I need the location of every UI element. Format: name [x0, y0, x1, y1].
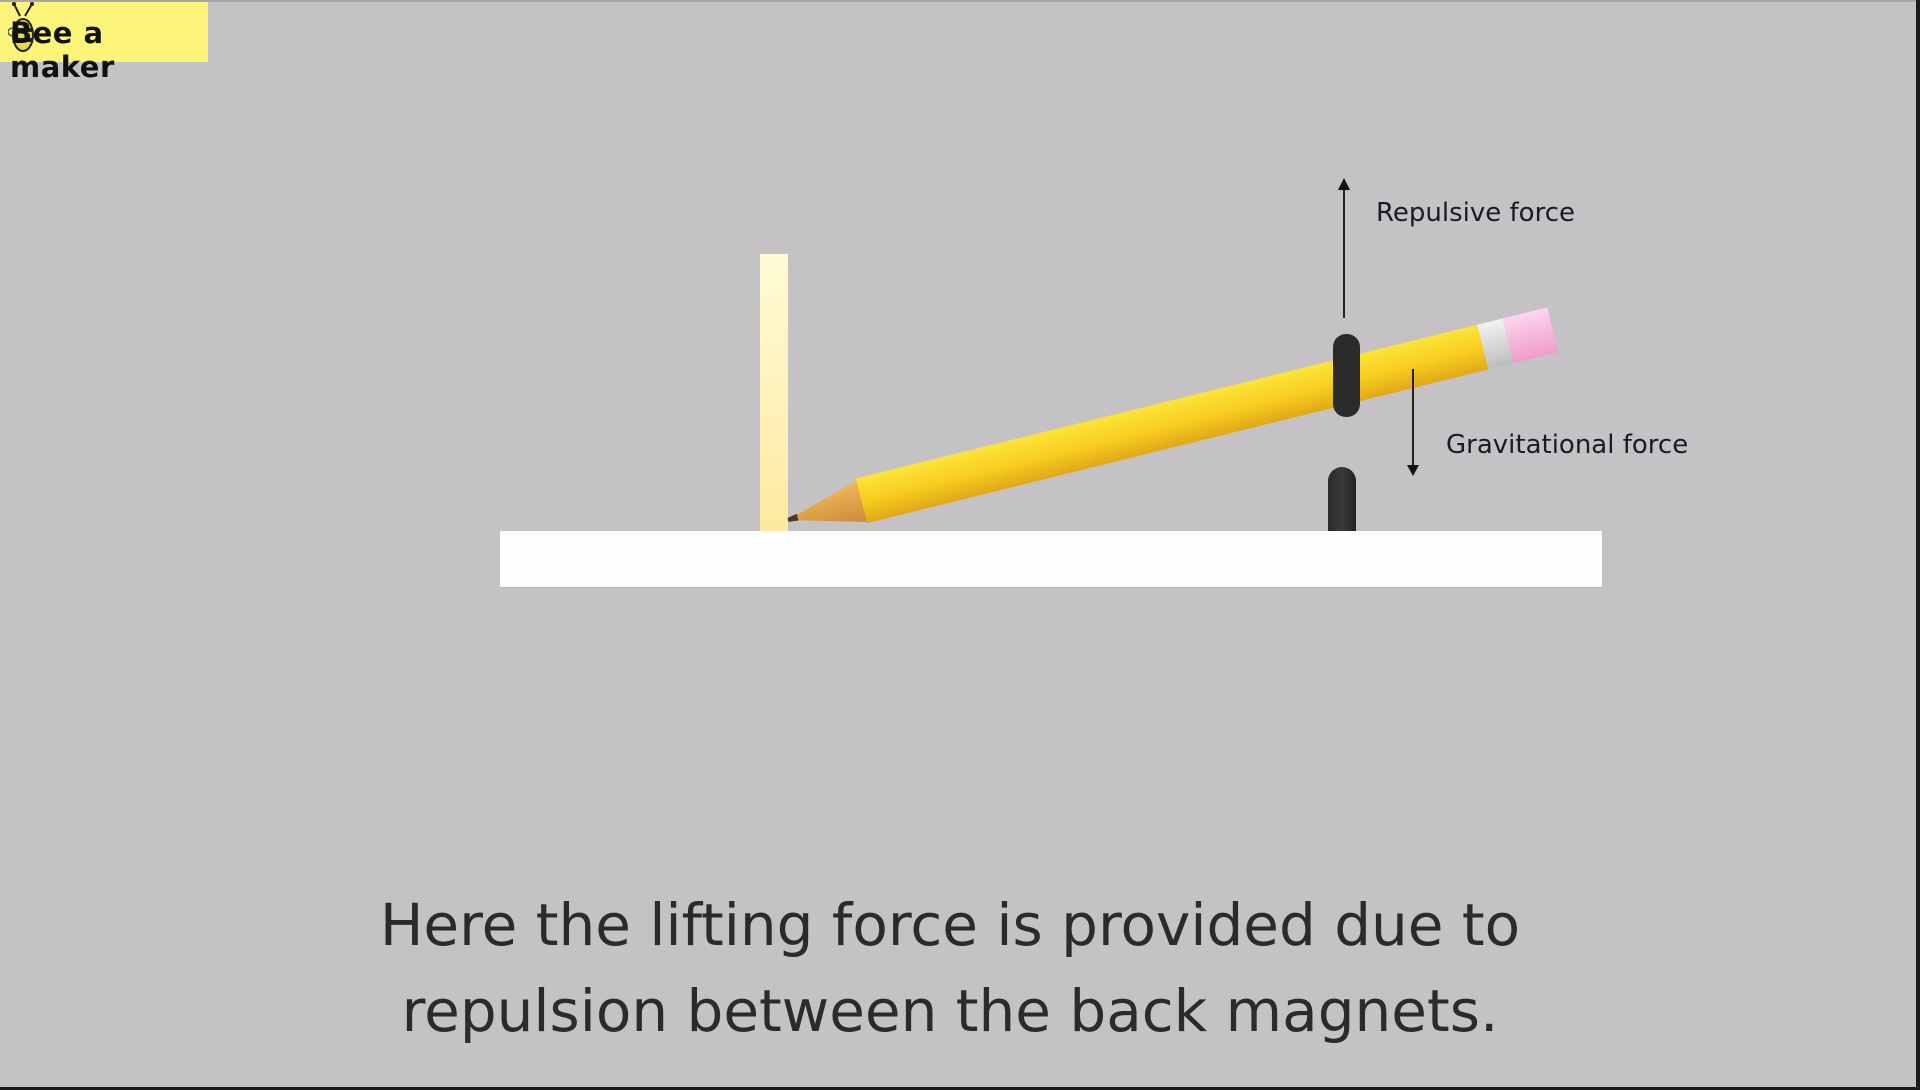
pencil-ferrule [1477, 318, 1514, 370]
bee-icon [8, 2, 34, 52]
caption-line-1: Here the lifting force is provided due t… [379, 891, 1521, 959]
vertical-stick [760, 254, 788, 531]
base-magnet [1328, 467, 1356, 531]
gravitational-force-label: Gravitational force [1446, 430, 1689, 460]
logo-badge: Bee a maker [0, 2, 208, 84]
caption-line-2: repulsion between the back magnets. [401, 977, 1499, 1045]
pencil-eraser [1502, 307, 1559, 364]
repulsive-force-label: Repulsive force [1376, 198, 1575, 228]
pencil-magnet-ring [1333, 334, 1360, 417]
logo-text: Bee a maker [10, 16, 115, 84]
caption: Here the lifting force is provided due t… [0, 882, 1900, 1054]
pencil-body [856, 324, 1489, 524]
pencil-tip [788, 480, 871, 523]
base-platform [500, 531, 1602, 587]
